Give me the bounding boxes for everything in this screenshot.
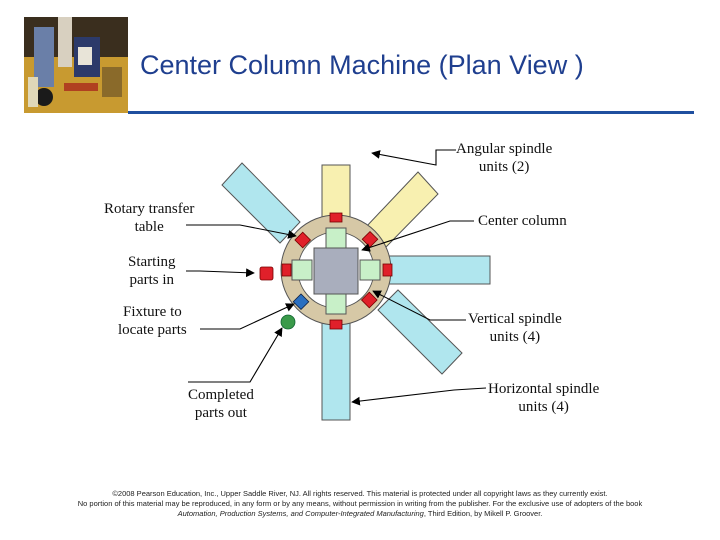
label-center-column: Center column bbox=[478, 213, 567, 229]
part bbox=[329, 319, 343, 330]
vertical-spindle-unit-bottom bbox=[325, 293, 347, 315]
starting-part bbox=[259, 266, 274, 281]
vertical-spindle-unit-right bbox=[359, 259, 381, 281]
footer-line-3: Automation, Production Systems, and Comp… bbox=[177, 509, 543, 518]
copyright-footer: ©2008 Pearson Education, Inc., Upper Sad… bbox=[0, 489, 720, 519]
part bbox=[294, 231, 312, 249]
title-divider bbox=[128, 111, 694, 114]
horizontal-spindle-arm-upper-left bbox=[221, 162, 301, 244]
part bbox=[382, 263, 393, 277]
page-title: Center Column Machine (Plan View ) bbox=[140, 50, 584, 80]
completed-part bbox=[280, 314, 296, 330]
footer-line-2: No portion of this material may be repro… bbox=[77, 499, 643, 508]
footer-line-1: ©2008 Pearson Education, Inc., Upper Sad… bbox=[112, 489, 608, 498]
part bbox=[361, 230, 379, 248]
arrow-icon bbox=[200, 303, 295, 330]
arrow-icon bbox=[351, 387, 487, 406]
arrow-icon bbox=[361, 220, 474, 252]
arrow-icon bbox=[371, 149, 456, 166]
part bbox=[329, 212, 343, 223]
book-title: Automation, Production Systems, and Comp… bbox=[177, 509, 424, 518]
fixture bbox=[292, 293, 310, 311]
arrow-icon bbox=[186, 224, 297, 239]
arrow-icon bbox=[372, 290, 466, 321]
vertical-spindle-unit-left bbox=[291, 259, 313, 281]
horizontal-spindle-arm-lower-right bbox=[377, 289, 463, 375]
arrow-icon bbox=[188, 327, 283, 383]
vertical-spindle-unit-top bbox=[325, 227, 347, 249]
part bbox=[281, 263, 292, 277]
header-photo bbox=[24, 17, 128, 113]
arrow-icon bbox=[186, 268, 255, 278]
center-column bbox=[313, 247, 359, 295]
